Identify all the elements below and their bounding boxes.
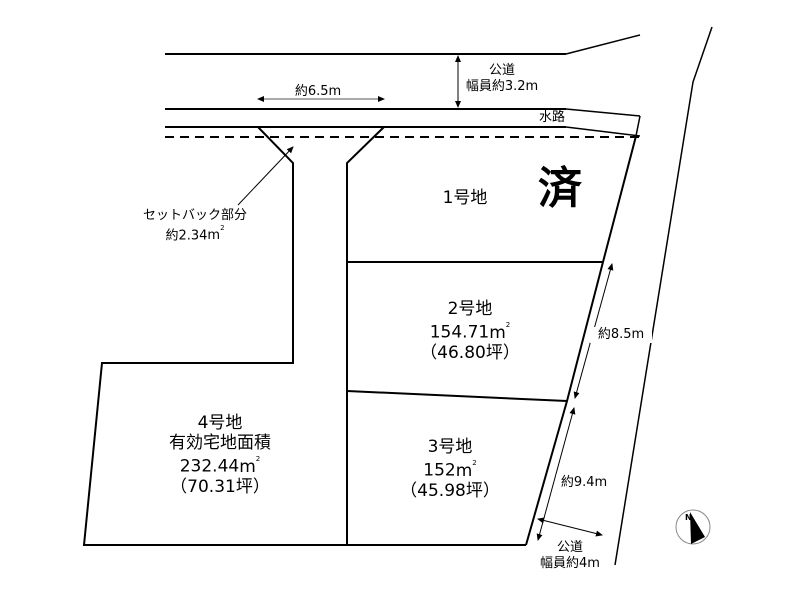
waterway-label: 水路 (538, 110, 565, 125)
lot-2-label: 2号地 154.71m2 （46.80坪） (420, 299, 520, 363)
lot3-frontage-label: 約9.4m (556, 475, 612, 491)
east-road-boundary (614, 26, 713, 566)
lot-4-label: 4号地 有効宅地面積 232.44m2 （70.31坪） (169, 413, 271, 497)
lot2-frontage-label: 約8.5m (590, 327, 652, 343)
lot-3-label: 3号地 152m2 （45.98坪） (400, 437, 500, 501)
svg-text:N: N (685, 513, 692, 522)
east-road-width-arrow (537, 517, 603, 537)
setback-pointer-arrow (237, 146, 294, 206)
setback-label: セットバック部分 約2.34m2 (142, 208, 247, 244)
access-width-label: 約6.5m (294, 84, 342, 99)
lot-1-label: 1号地 (442, 188, 488, 208)
north-road-label: 公道 幅員約3.2m (465, 63, 539, 94)
east-road-label: 公道 幅員約4m (540, 540, 600, 571)
compass-icon: N (675, 509, 711, 545)
waterway (165, 108, 641, 137)
sold-mark: 済 (538, 163, 582, 214)
north-road (165, 34, 641, 110)
